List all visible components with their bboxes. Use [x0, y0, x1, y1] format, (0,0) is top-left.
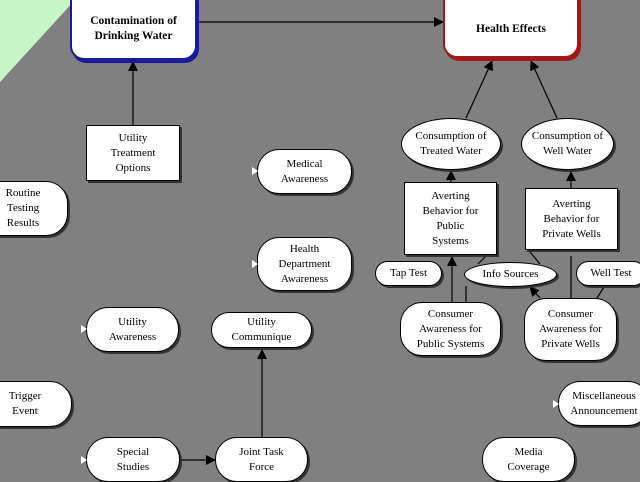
node-averting-private[interactable]: Averting Behavior for Private Wells — [525, 188, 618, 250]
expand-handle-special-studies[interactable] — [81, 456, 87, 464]
node-contamination[interactable]: Contamination of Drinking Water — [70, 0, 197, 60]
edge-consumerprivate-info — [529, 286, 541, 299]
expand-handle-health-dept[interactable] — [252, 260, 258, 268]
edge-well-health — [530, 60, 558, 119]
node-info-sources[interactable]: Info Sources — [464, 262, 557, 287]
node-utility-treatment[interactable]: Utility Treatment Options — [86, 125, 180, 181]
node-media-coverage[interactable]: Media Coverage — [482, 437, 575, 482]
expand-handle-utility-awareness[interactable] — [81, 325, 87, 333]
node-routine-testing[interactable]: Routine Testing Results — [0, 181, 68, 236]
edge-wellTest-consumer — [596, 286, 605, 299]
node-averting-public[interactable]: Averting Behavior for Public Systems — [404, 182, 497, 255]
node-trigger-event[interactable]: Trigger Event — [0, 381, 72, 427]
node-health-dept[interactable]: Health Department Awareness — [257, 237, 352, 291]
edge-info-avertprivate — [529, 251, 541, 265]
node-consumption-well[interactable]: Consumption of Well Water — [521, 118, 614, 170]
node-consumer-private[interactable]: Consumer Awareness for Private Wells — [524, 298, 617, 361]
node-utility-communique[interactable]: Utility Communique — [211, 312, 312, 348]
node-health-effects[interactable]: Health Effects — [443, 0, 579, 58]
node-special-studies[interactable]: Special Studies — [86, 437, 180, 482]
node-medical-awareness[interactable]: Medical Awareness — [257, 149, 352, 194]
node-tap-test[interactable]: Tap Test — [375, 261, 442, 286]
expand-handle-medical[interactable] — [252, 167, 258, 175]
node-utility-awareness[interactable]: Utility Awareness — [86, 307, 179, 352]
node-well-test[interactable]: Well Test — [576, 261, 640, 286]
node-misc-announcement[interactable]: Miscellaneous Announcement — [558, 381, 640, 426]
expand-handle-misc[interactable] — [553, 400, 559, 408]
node-consumer-public[interactable]: Consumer Awareness for Public Systems — [400, 302, 501, 356]
edge-treated-health — [465, 60, 493, 119]
corner-region — [0, 0, 75, 82]
node-consumption-treated[interactable]: Consumption of Treated Water — [401, 118, 501, 170]
node-joint-task-force[interactable]: Joint Task Force — [215, 437, 308, 482]
